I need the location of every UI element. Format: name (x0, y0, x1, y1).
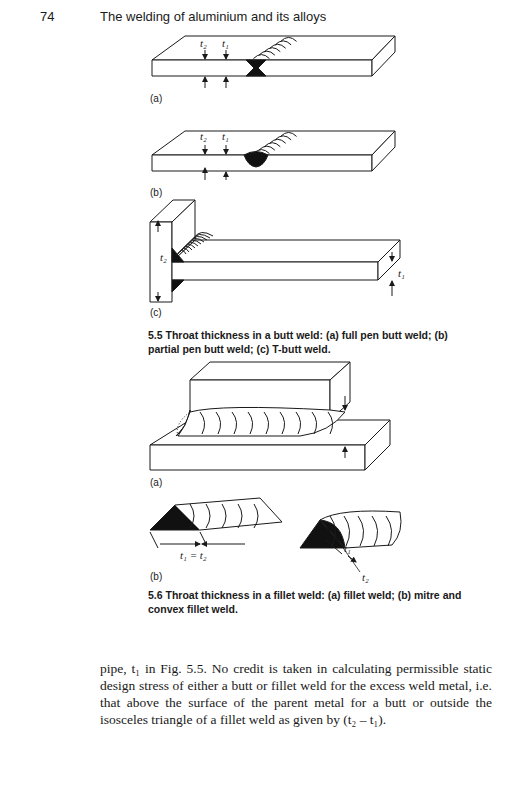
dimension-label: t₁ (398, 266, 405, 280)
weld-ripple (259, 51, 275, 55)
dimension-label: t₂ (362, 570, 369, 584)
full-pen-butt-plate (152, 36, 395, 88)
running-header: The welding of aluminium and its alloys (100, 10, 326, 24)
weld-ripple (264, 412, 269, 434)
weld-ripple (238, 504, 242, 528)
weld-ripple (200, 412, 205, 434)
weld-ripple (312, 412, 317, 434)
weld-ripple (275, 41, 291, 45)
dimension-label: t₂ (200, 36, 207, 50)
dimension-label: t₁ (222, 129, 229, 143)
weld-ripple (190, 504, 194, 528)
weld-ripple (386, 516, 392, 546)
fillet-weld-joint (150, 362, 390, 470)
figure-part-label: (a) (150, 92, 162, 106)
convex-fillet-weld (300, 511, 401, 572)
weld-ripple (358, 516, 364, 546)
weld-ripple (194, 232, 213, 238)
figure-part-label: (c) (150, 306, 162, 320)
figure-part-label: (b) (150, 570, 162, 584)
weld-ripple (259, 146, 275, 150)
weld-ripple (253, 55, 269, 59)
weld-ripple (330, 516, 336, 546)
weld-ripple (206, 504, 210, 528)
weld-ripple (248, 412, 253, 434)
weld-ripple (344, 516, 350, 546)
weld-ripple (222, 504, 226, 528)
dimension-label: t₁ = t₂ (180, 548, 207, 562)
weld-ripple (275, 136, 291, 140)
weld-ripple (264, 48, 280, 52)
weld-ripple (328, 412, 333, 434)
page-number: 74 (40, 10, 54, 24)
figure-caption: 5.5 Throat thickness in a butt weld: (a)… (148, 328, 478, 356)
partial-pen-butt-plate (152, 131, 395, 180)
t-butt-joint (150, 200, 400, 302)
dimension-label: t₁ (222, 36, 229, 50)
weld-ripple (264, 143, 280, 147)
weld-ripple (254, 504, 258, 528)
weld-ripple (270, 139, 286, 143)
figure-part-label: (a) (150, 476, 162, 490)
body-text: pipe, t₁ in Fig. 5.5. No credit is taken… (100, 660, 492, 728)
weld-ripple (270, 44, 286, 48)
weld-ripple (180, 246, 192, 252)
weld-ripple (372, 516, 378, 546)
weld-ripple (216, 412, 221, 434)
dimension-label: t₂ (200, 129, 207, 143)
weld-ripple (232, 412, 237, 434)
dimension-label: t₂ (160, 250, 167, 264)
weld-ripple (253, 150, 269, 154)
weld-ripple (296, 412, 301, 434)
dimension-label: t₁ (344, 541, 351, 555)
weld-ripple (281, 37, 297, 41)
figure-caption: 5.6 Throat thickness in a fillet weld: (… (148, 588, 478, 616)
figure-part-label: (b) (150, 186, 162, 200)
weld-ripple (281, 132, 297, 136)
weld-ripple (178, 248, 189, 254)
mitre-fillet-weld (150, 498, 282, 548)
weld-ripple (280, 412, 285, 434)
